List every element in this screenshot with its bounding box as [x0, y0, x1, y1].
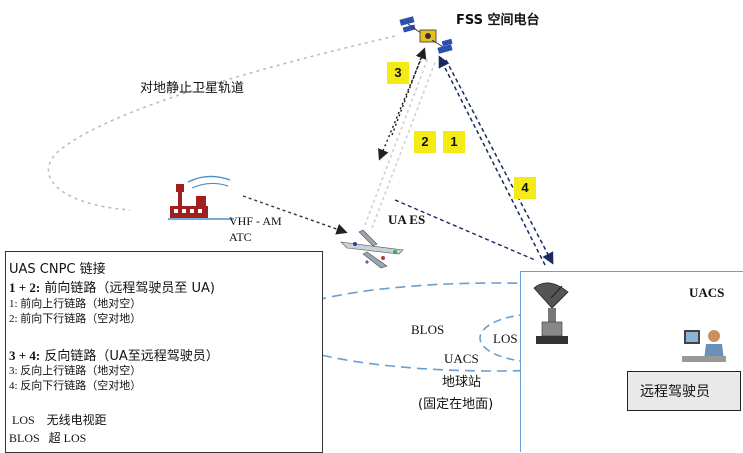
legend-los: LOS 无线电视距 [12, 413, 107, 427]
forward-heading-num: 1 + 2: [9, 280, 41, 295]
link-3-line [391, 47, 427, 136]
ua-aircraft-icon [340, 229, 404, 269]
reverse-heading-text: 反向链路（UA至远程驾驶员） [40, 349, 219, 364]
uacs-earth-label: UACS [444, 351, 479, 366]
satellite-dish-icon [533, 282, 569, 344]
legend-forward-1: 1: 前向上行链路（地对空） [9, 298, 142, 310]
legend-reverse-4: 4: 反向下行链路（空对地） [9, 380, 142, 392]
reverse-heading-num: 3 + 4: [9, 348, 41, 363]
link-badge-3: 3 [387, 62, 409, 84]
legend-forward-2: 2: 前向下行链路（空对地） [9, 313, 142, 325]
link-atc-ua [242, 195, 348, 235]
pilot-figure-icon [682, 330, 726, 362]
link-badge-4: 4 [514, 177, 536, 199]
legend-reverse-3: 3: 反向上行链路（地对空） [9, 365, 142, 377]
atc-label: ATC [229, 230, 252, 244]
legend-title: UAS CNPC 链接 [9, 262, 106, 277]
legend-reverse-heading: 3 + 4: 反向链路（UA至远程驾驶员） [9, 345, 219, 364]
orbit-label: 对地静止卫星轨道 [140, 81, 245, 96]
satellite-label: FSS 空间电台 [456, 13, 540, 28]
los-label: LOS [493, 331, 518, 346]
link-4-line [445, 59, 554, 265]
link-badge-1: 1 [443, 131, 465, 153]
earth-station-label: 地球站 [442, 375, 482, 390]
blos-label: BLOS [411, 322, 445, 337]
remote-pilot-box [627, 371, 741, 411]
ua-es-label: UA ES [388, 212, 426, 227]
atc-vhf-label: VHF - AM [229, 214, 282, 228]
forward-heading-text: 前向链路（远程驾驶员至 UA) [40, 281, 215, 296]
atc-tower-icon [168, 175, 234, 220]
link-1-line [438, 55, 546, 266]
link-badge-2: 2 [414, 131, 436, 153]
satellite-icon [399, 16, 453, 54]
remote-pilot-label: 远程驾驶员 [640, 384, 710, 400]
legend-forward-heading: 1 + 2: 前向链路（远程驾驶员至 UA) [9, 277, 215, 296]
link-ua-uacs [394, 199, 536, 261]
fixed-ground-label: (固定在地面) [418, 397, 494, 412]
link-2-line [378, 51, 425, 161]
uacs-label: UACS [689, 285, 725, 300]
legend-blos: BLOS 超 LOS [9, 431, 87, 445]
